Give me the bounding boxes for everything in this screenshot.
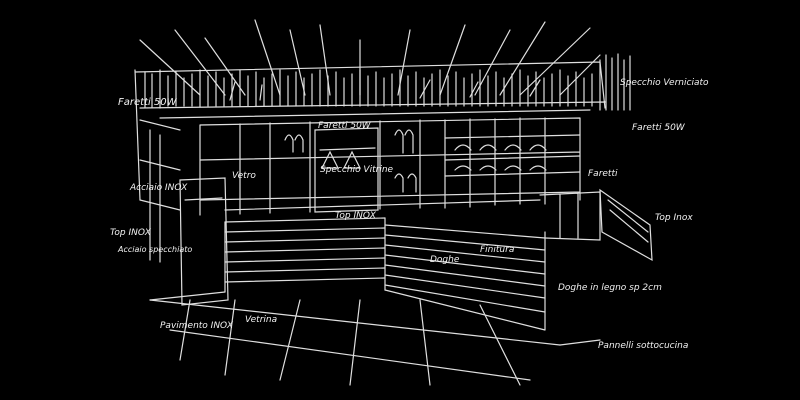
annotation-left-1: Faretti 50W xyxy=(118,97,178,108)
annotation-right-1: Faretti 50W xyxy=(632,123,686,133)
annotation-counter-1: Vetro xyxy=(232,171,256,181)
annotation-counter-4: Finitura xyxy=(480,245,514,255)
annotation-bottom-1: Pavimento INOX xyxy=(160,321,234,331)
annotation-right-3: Doghe in legno sp 2cm xyxy=(558,283,662,293)
annotation-right-4: Pannelli sottocucina xyxy=(598,341,688,351)
annotation-counter-5: Faretti xyxy=(588,169,618,179)
annotation-counter-3: Doghe xyxy=(430,255,460,265)
annotation-counter-2: Top INOX xyxy=(335,211,377,221)
annotation-wall-1: Faretti 50W xyxy=(318,121,372,131)
annotation-bottom-2: Vetrina xyxy=(245,315,277,325)
annotation-left-4: Acciaio specchiato xyxy=(117,245,192,254)
annotation-wall-2: Specchio Vitrine xyxy=(320,165,394,175)
sketch-linework xyxy=(134,19,653,386)
annotation-right-2: Top Inox xyxy=(655,213,693,223)
annotation-top-right: Specchio Verniciato xyxy=(620,78,709,88)
sketch-annotations: Faretti 50W Acciaio INOX Top INOX Acciai… xyxy=(110,78,709,351)
annotation-left-2: Acciaio INOX xyxy=(129,183,188,193)
annotation-left-3: Top INOX xyxy=(110,228,152,238)
